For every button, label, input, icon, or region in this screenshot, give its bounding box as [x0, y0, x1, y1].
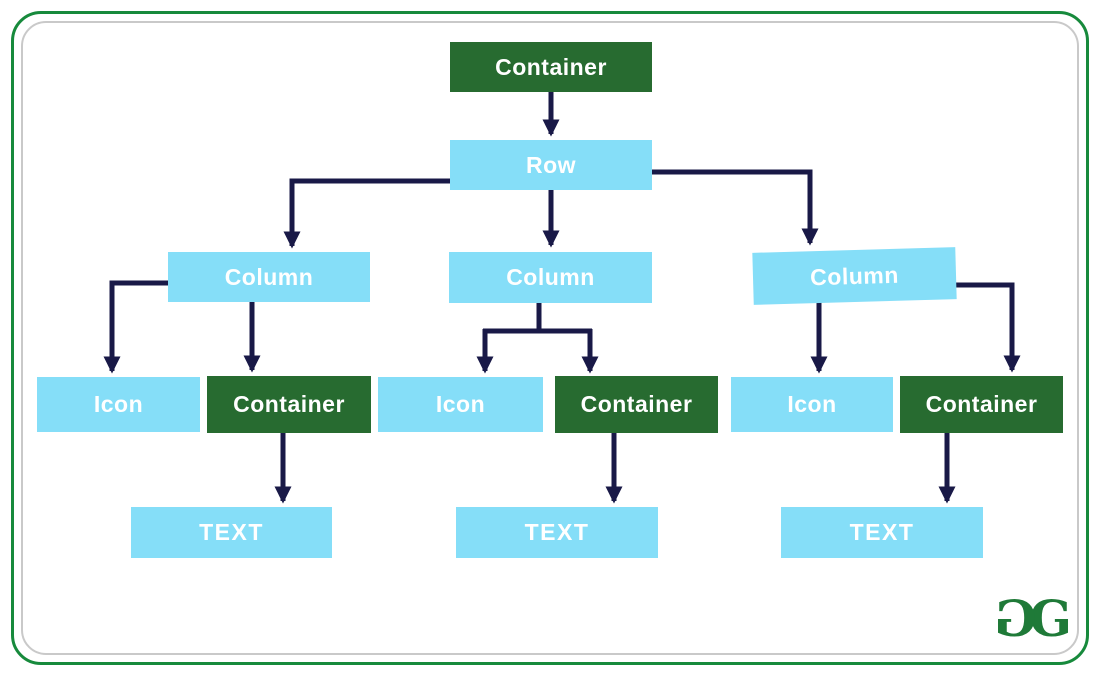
frame-border-gray	[21, 21, 1079, 655]
arrow-column3-to-container3	[956, 282, 1021, 373]
node-container-2: Container	[555, 376, 718, 433]
logo-g: G	[1029, 589, 1072, 648]
logo-g-mirrored: G	[993, 589, 1037, 648]
node-column-3: Column	[752, 247, 957, 305]
node-text-3: TEXT	[781, 507, 983, 558]
node-icon-3: Icon	[731, 377, 893, 432]
node-icon-1: Icon	[37, 377, 200, 432]
node-column-1: Column	[168, 252, 370, 302]
node-text-2: TEXT	[456, 507, 658, 558]
node-icon-2: Icon	[378, 377, 543, 432]
arrow-row-to-column-1	[283, 178, 450, 249]
arrow-row-to-column-3	[652, 169, 819, 246]
node-row: Row	[450, 140, 652, 190]
geeksforgeeks-logo: GG	[993, 589, 1072, 648]
node-text-1: TEXT	[131, 507, 332, 558]
node-container-1: Container	[207, 376, 371, 433]
node-container-3: Container	[900, 376, 1063, 433]
node-root-container: Container	[450, 42, 652, 92]
node-column-2: Column	[449, 252, 652, 303]
arrow-column1-to-icon1	[103, 280, 168, 374]
split-column2-stem	[483, 303, 592, 334]
frame-border-green	[11, 11, 1089, 665]
